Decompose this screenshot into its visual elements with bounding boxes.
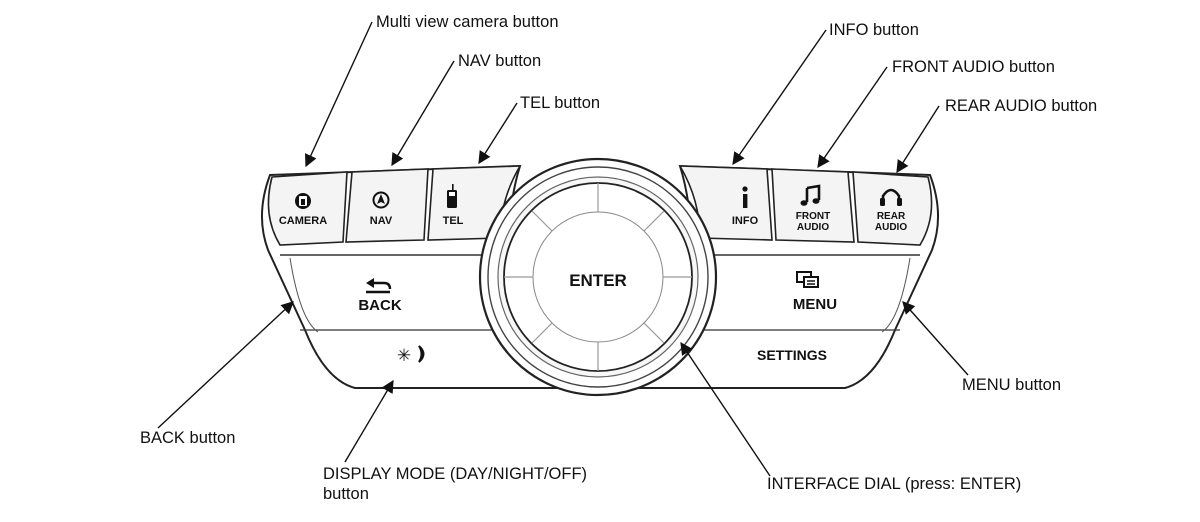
back-button[interactable]: BACK — [358, 278, 402, 314]
dial-leader — [680, 341, 771, 477]
tel-leader — [478, 102, 518, 165]
sun-moon-icon: ✳ — [397, 345, 425, 366]
menu-button[interactable]: MENU — [793, 271, 837, 313]
compass-icon — [372, 191, 390, 209]
headphones-icon — [880, 188, 902, 206]
menu-callout: MENU button — [962, 376, 1062, 394]
info-leader — [732, 29, 827, 166]
dial-segment-lines — [504, 183, 692, 371]
settings-label: SETTINGS — [757, 347, 827, 363]
interface-dial[interactable]: ENTER — [478, 157, 718, 397]
nav-leader — [391, 60, 455, 167]
phone-icon — [447, 184, 457, 208]
info-label: INFO — [732, 215, 759, 227]
info-callout: INFO button — [829, 21, 919, 39]
display-mode-callout-line2: button — [323, 485, 369, 503]
nav-button[interactable]: NAV — [345, 168, 429, 243]
nav-callout: NAV button — [458, 52, 542, 70]
back-arrow-icon — [366, 278, 392, 294]
rear-audio-leader — [896, 105, 940, 174]
camera-icon — [295, 193, 311, 209]
settings-button[interactable]: SETTINGS — [757, 347, 827, 363]
display-mode-callout-line1: DISPLAY MODE (DAY/NIGHT/OFF) — [323, 465, 588, 483]
rear-audio-label-line2: AUDIO — [875, 222, 907, 233]
back-callout: BACK button — [140, 429, 236, 447]
display-mode-button[interactable]: ✳ — [397, 345, 425, 366]
back-label: BACK — [358, 297, 401, 314]
camera-label: CAMERA — [279, 215, 327, 227]
display-mode-leader — [344, 379, 394, 463]
rear-audio-label-line1: REAR — [877, 211, 906, 222]
front-audio-callout: FRONT AUDIO button — [892, 58, 1055, 76]
front-audio-button[interactable]: FRONT AUDIO — [771, 168, 855, 243]
tel-label: TEL — [443, 215, 464, 227]
info-icon — [742, 186, 748, 208]
rear-audio-button[interactable]: REAR AUDIO — [852, 171, 933, 246]
leader-lines — [157, 21, 969, 477]
front-audio-label-line1: FRONT — [796, 211, 830, 222]
nav-label: NAV — [370, 215, 393, 227]
camera-leader — [304, 21, 373, 168]
front-audio-leader — [817, 66, 888, 169]
camera-callout: Multi view camera button — [376, 13, 559, 31]
svg-text:✳: ✳ — [397, 346, 411, 366]
menu-icon — [796, 271, 819, 288]
rear-audio-callout: REAR AUDIO button — [945, 97, 1098, 115]
enter-label: ENTER — [569, 271, 627, 290]
menu-label: MENU — [793, 296, 837, 313]
music-note-icon — [800, 184, 821, 206]
back-leader — [157, 301, 294, 429]
dial-callout: INTERFACE DIAL (press: ENTER) — [767, 475, 1022, 493]
menu-leader — [902, 301, 969, 376]
camera-button[interactable]: CAMERA — [267, 171, 348, 246]
tel-callout: TEL button — [520, 94, 601, 112]
front-audio-label-line2: AUDIO — [797, 222, 829, 233]
